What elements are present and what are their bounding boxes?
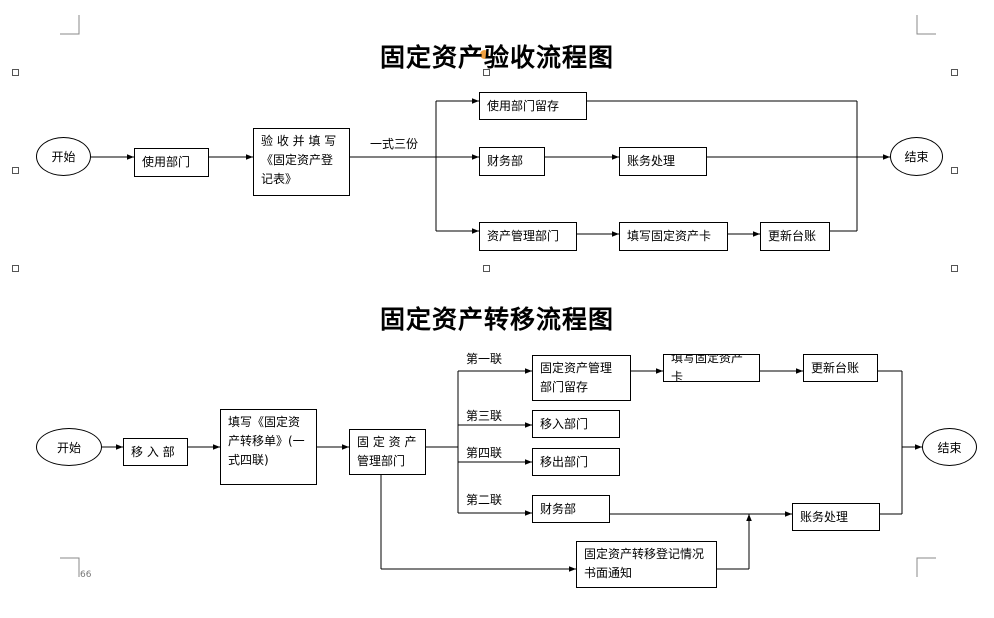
transfer-asset-mgmt-keep-node[interactable]: 固定资产管理部门留存: [532, 355, 631, 401]
canvas-resize-handle[interactable]: [483, 265, 490, 272]
node-label: 填写固定资产卡: [671, 354, 744, 382]
canvas-resize-handle[interactable]: [951, 167, 958, 174]
copies-label: 一式三份: [370, 137, 419, 151]
acceptance-end-node[interactable]: 结束: [890, 137, 943, 176]
acceptance-finance-node[interactable]: 财务部: [479, 147, 545, 176]
crop-mark-top-right: [916, 15, 936, 35]
acceptance-flow-title: 固定资产验收流程图: [380, 43, 615, 72]
node-label: 移入部门: [540, 416, 589, 431]
node-label: 财务部: [487, 154, 524, 168]
crop-mark-bottom-left: [60, 557, 80, 577]
transfer-fill-form-node[interactable]: 填写《固定资产转移单》(一式四联): [220, 409, 317, 485]
transfer-notice-node[interactable]: 固定资产转移登记情况书面通知: [576, 541, 717, 588]
acceptance-start-node[interactable]: 开始: [36, 137, 91, 176]
canvas-resize-handle[interactable]: [12, 69, 19, 76]
node-label: 开始: [56, 440, 81, 455]
copy4-label: 第四联: [466, 446, 503, 460]
node-label: 填写固定资产卡: [627, 229, 712, 243]
transfer-finance-node[interactable]: 财务部: [532, 495, 610, 523]
node-label: 更新台账: [768, 229, 817, 243]
node-label: 结束: [904, 150, 929, 164]
copy2-label: 第二联: [466, 493, 503, 507]
node-label: 使用部门: [142, 155, 191, 169]
canvas-resize-handle[interactable]: [951, 69, 958, 76]
node-label: 固定资产转移登记情况书面通知: [584, 547, 705, 580]
canvas-resize-handle[interactable]: [483, 69, 490, 76]
transfer-move-in-node[interactable]: 移入部门: [532, 410, 620, 438]
transfer-accounting-node[interactable]: 账务处理: [792, 503, 880, 531]
acceptance-fill-form-node[interactable]: 验 收 并 填 写《固定资产登记表》: [253, 128, 350, 196]
acceptance-asset-mgmt-node[interactable]: 资产管理部门: [479, 222, 577, 251]
acceptance-accounting-node[interactable]: 账务处理: [619, 147, 707, 176]
transfer-fill-card-node[interactable]: 填写固定资产卡: [663, 354, 760, 382]
canvas-resize-handle[interactable]: [951, 265, 958, 272]
node-label: 使用部门留存: [487, 98, 560, 113]
node-label: 填写《固定资产转移单》(一式四联): [228, 415, 305, 467]
transfer-move-in-dept-node[interactable]: 移 入 部: [123, 438, 188, 466]
node-label: 账务处理: [627, 154, 676, 168]
rotate-handle[interactable]: [480, 50, 489, 59]
canvas-resize-handle[interactable]: [12, 265, 19, 272]
node-label: 固定资产管理部门留存: [540, 361, 613, 394]
transfer-start-node[interactable]: 开始: [36, 428, 102, 466]
node-label: 账务处理: [800, 509, 849, 524]
crop-mark-bottom-right: [916, 557, 936, 577]
copy1-label: 第一联: [466, 352, 503, 366]
node-label: 移出部门: [540, 454, 589, 469]
node-label: 更新台账: [811, 360, 860, 375]
transfer-flow-title: 固定资产转移流程图: [380, 305, 615, 334]
node-label: 资产管理部门: [487, 229, 560, 243]
node-label: 验 收 并 填 写《固定资产登记表》: [261, 134, 337, 186]
node-label: 开始: [51, 150, 76, 164]
node-label: 固 定 资 产管理部门: [357, 435, 417, 468]
crop-mark-top-left: [60, 15, 80, 35]
transfer-update-ledger-node[interactable]: 更新台账: [803, 354, 878, 382]
canvas-resize-handle[interactable]: [12, 167, 19, 174]
transfer-move-out-node[interactable]: 移出部门: [532, 448, 620, 476]
acceptance-use-dept-keep-node[interactable]: 使用部门留存: [479, 92, 587, 120]
transfer-end-node[interactable]: 结束: [922, 428, 977, 466]
acceptance-use-dept-node[interactable]: 使用部门: [134, 148, 209, 177]
transfer-asset-mgmt-node[interactable]: 固 定 资 产管理部门: [349, 429, 426, 475]
acceptance-update-ledger-node[interactable]: 更新台账: [760, 222, 830, 251]
copy3-label: 第三联: [466, 409, 503, 423]
node-label: 移 入 部: [131, 444, 175, 459]
node-label: 财务部: [540, 501, 577, 516]
node-label: 结束: [937, 440, 962, 455]
acceptance-fill-card-node[interactable]: 填写固定资产卡: [619, 222, 728, 251]
page-number: 66: [80, 570, 92, 580]
